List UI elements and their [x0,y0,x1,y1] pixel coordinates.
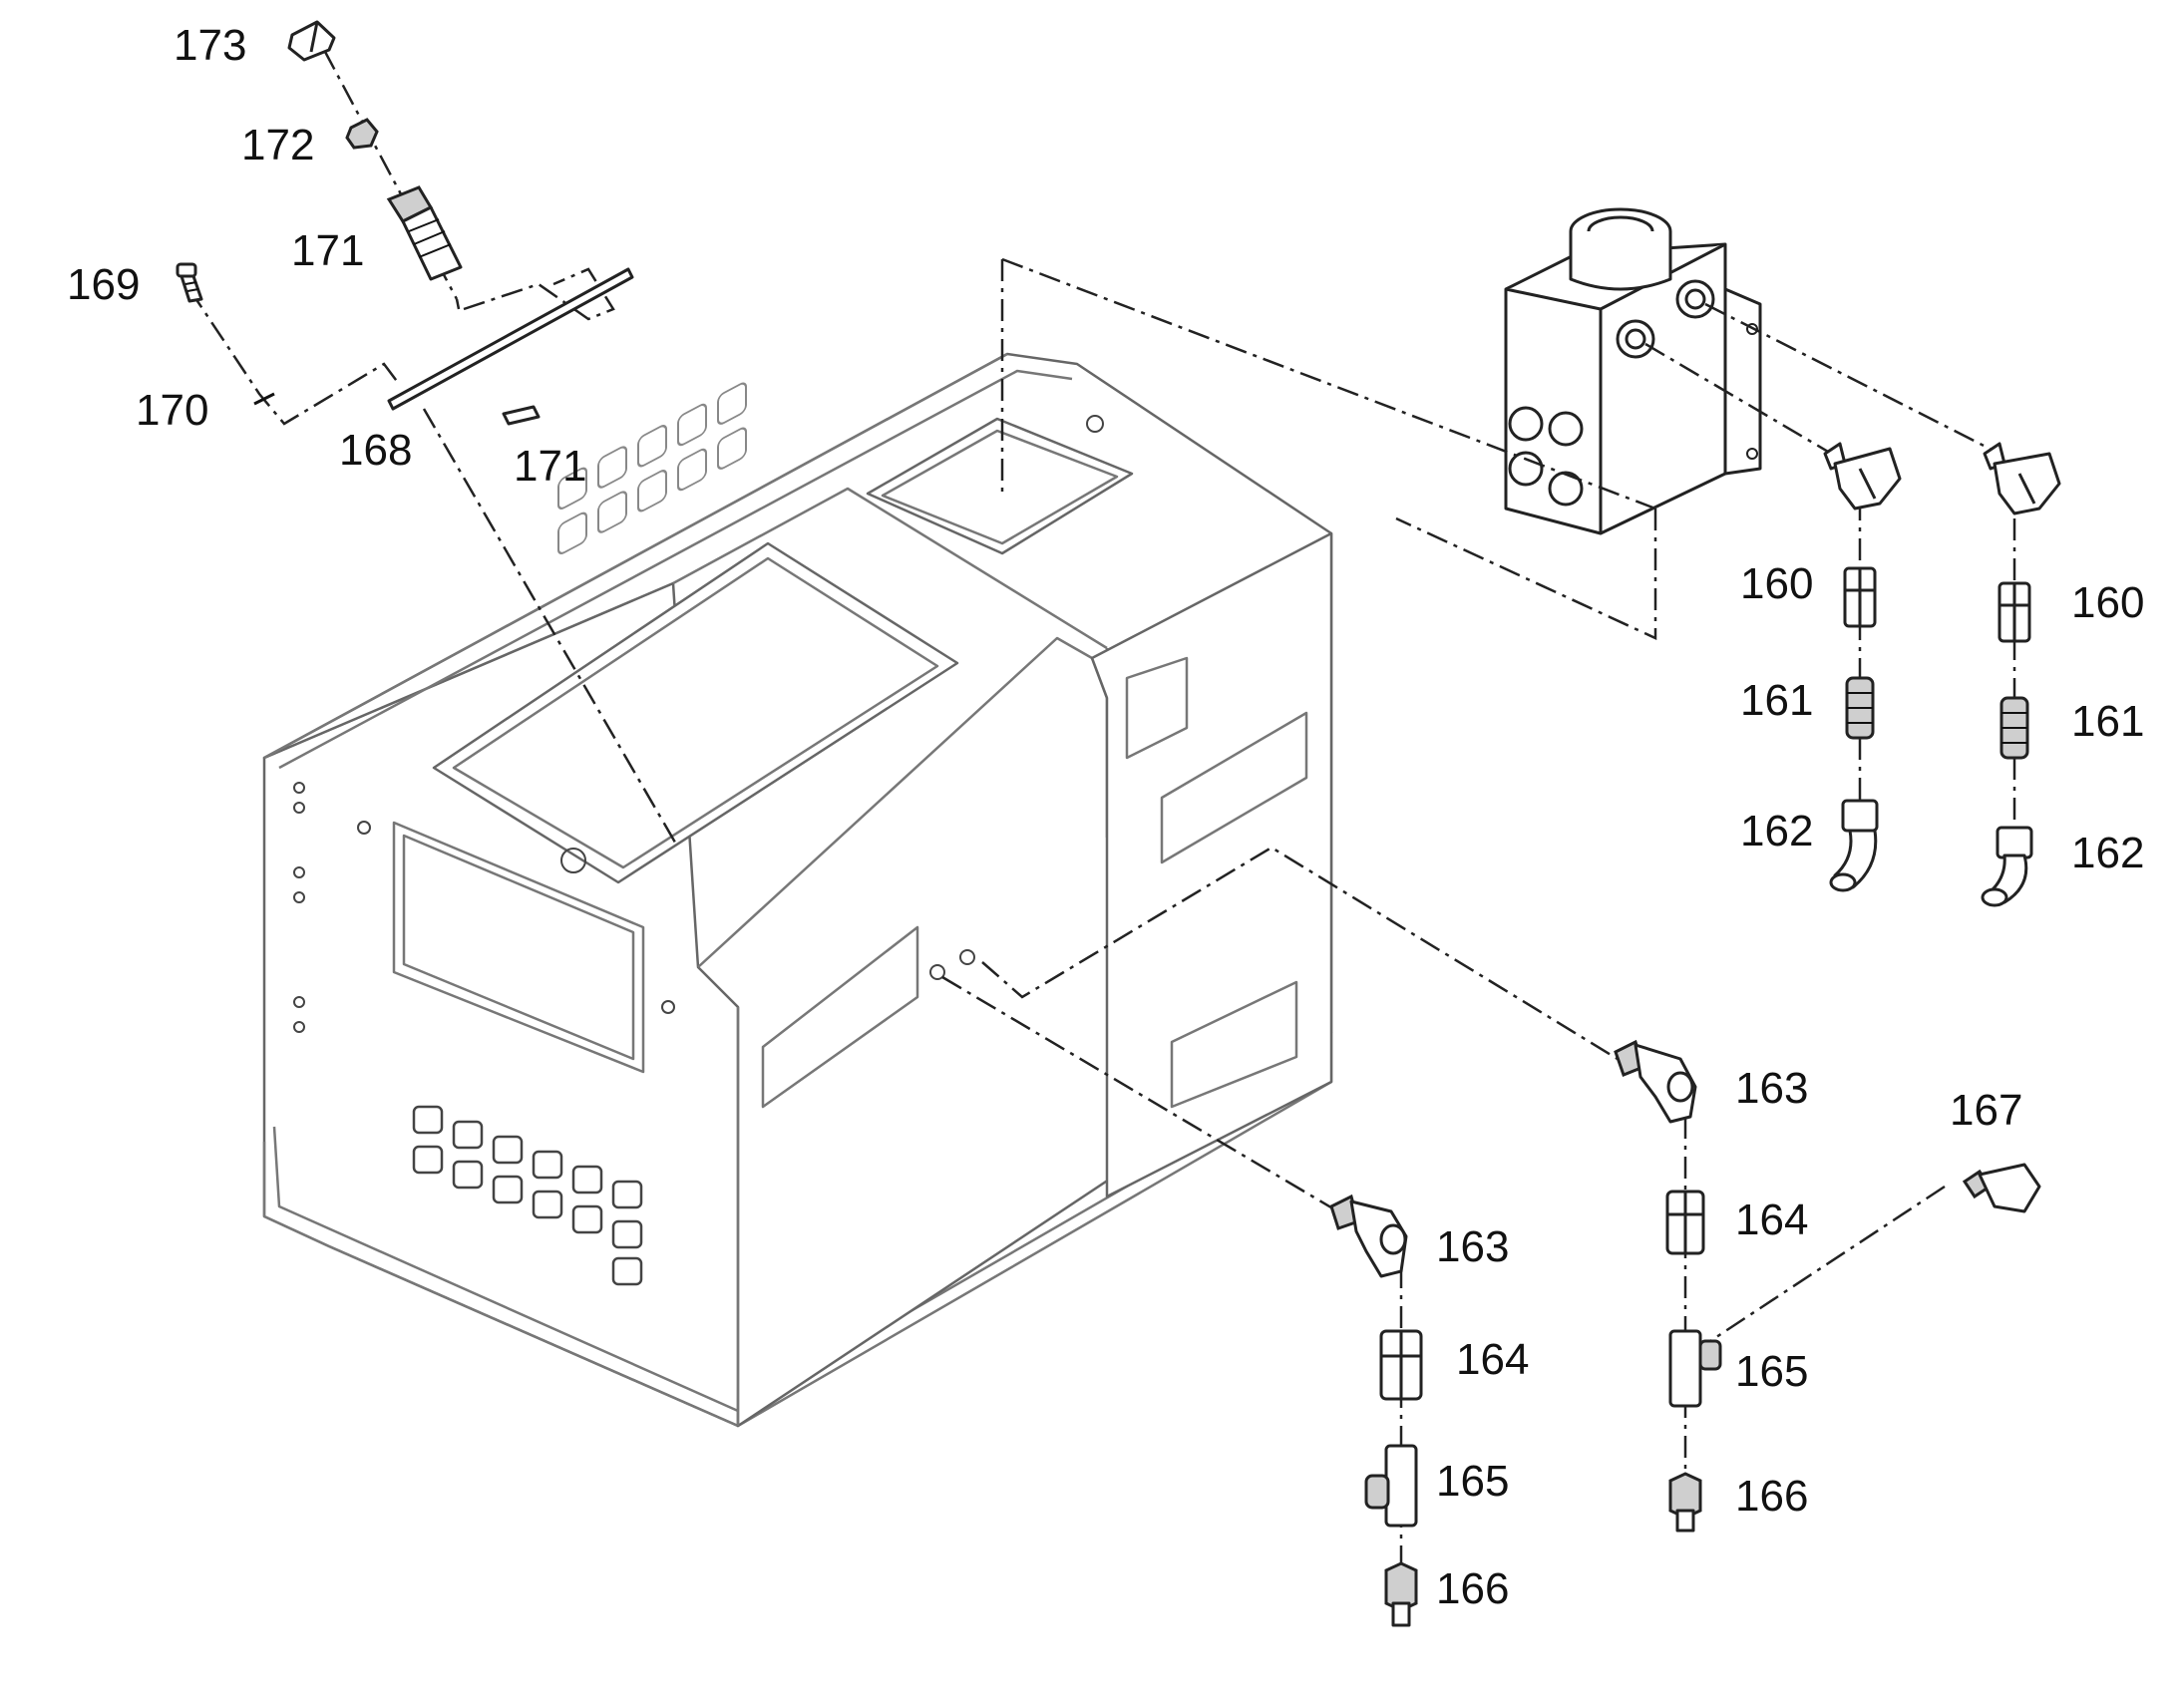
part-161-sleeve-left [1845,676,1875,740]
part-166-connector-right [1668,1472,1702,1533]
callout-161-left: 161 [1740,676,1813,725]
callout-163-right: 163 [1735,1064,1808,1113]
callout-161-right: 161 [2071,697,2144,746]
callout-160-right: 160 [2071,578,2144,627]
callout-168: 168 [339,426,412,475]
part-163-elbow-right [1614,1039,1697,1124]
callout-162-right: 162 [2071,829,2144,877]
part-168-strip [387,267,634,411]
valve-block [1504,207,1762,535]
callout-169: 169 [67,260,140,309]
elbow-fitting-right [1983,442,2061,515]
part-164-nut-left [1379,1329,1423,1401]
part-172-nut [345,118,379,150]
part-160-nut-left [1843,566,1877,628]
callout-166-left: 166 [1436,1564,1509,1613]
callout-172: 172 [241,121,314,170]
part-173-cap [287,20,336,62]
callout-163-left: 163 [1436,1222,1509,1271]
part-164-nut-right [1665,1190,1705,1255]
part-163-elbow-left [1329,1194,1408,1278]
callout-165-left: 165 [1436,1457,1509,1506]
callout-173: 173 [174,21,246,70]
part-170-washer [253,392,275,406]
part-171-small-block [502,405,541,426]
frame-housing [262,352,1333,1428]
part-160-nut-right [1998,581,2031,643]
callout-165-right: 165 [1735,1347,1808,1396]
callout-164-left: 164 [1456,1335,1529,1384]
part-166-connector-left [1384,1561,1418,1627]
callout-166-right: 166 [1735,1472,1808,1521]
part-165-tee-right [1668,1329,1722,1408]
callout-171-lower: 171 [514,442,586,491]
callout-164-right: 164 [1735,1196,1808,1244]
part-165-tee-left [1364,1444,1418,1528]
callout-162-left: 162 [1740,807,1813,855]
elbow-fitting-left [1823,442,1902,511]
callout-167: 167 [1950,1086,2022,1135]
callout-170: 170 [136,386,208,435]
callout-171-upper: 171 [291,226,364,275]
leader-lines [187,49,2016,1625]
part-171-fitting [386,185,463,281]
part-161-sleeve-right [1999,696,2029,760]
part-167-elbow [1962,1163,2041,1213]
callout-160-left: 160 [1740,559,1813,608]
part-162-elbow-right [1981,826,2033,907]
part-169-screw [176,262,203,303]
part-162-elbow-left [1829,799,1879,892]
callout-labels: 173 172 171 169 170 168 171 160 161 162 … [67,21,2144,1613]
